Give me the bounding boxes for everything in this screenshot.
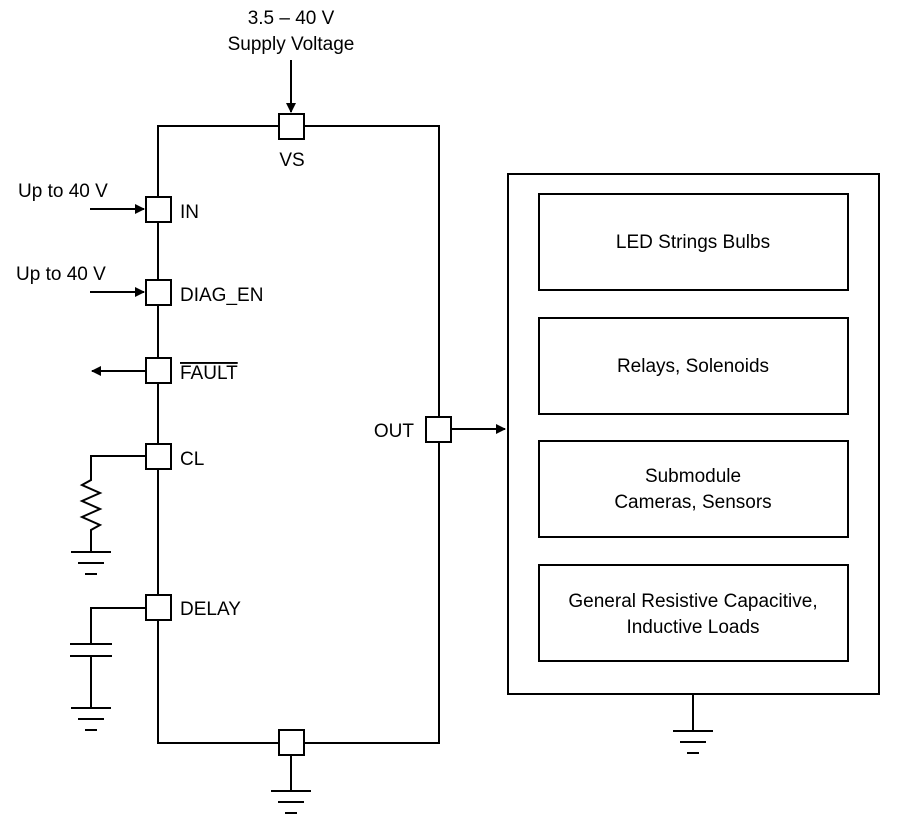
pin-cl-label: CL [180,449,204,470]
pin-diag-en-label: DIAG_EN [180,285,263,306]
pin-diag-en [145,279,172,306]
pin-vs [278,113,305,140]
in-level-label: Up to 40 V [18,181,108,202]
pin-fault [145,357,172,384]
load-general-line2: Inductive Loads [626,617,759,638]
supply-voltage-label: Supply Voltage [228,34,355,55]
cl-ground-icon [71,551,111,575]
load-box-submodule [538,440,849,538]
pin-vs-label: VS [279,150,304,171]
load-box-general [538,564,849,662]
delay-capacitor [70,607,146,708]
pin-delay-label: DELAY [180,599,241,620]
diag-en-level-label: Up to 40 V [16,264,106,285]
load-submodule-line1: Submodule [645,466,741,487]
cl-resistor [79,455,146,552]
pin-delay [145,594,172,621]
load-general-line1: General Resistive Capacitive, [568,591,817,612]
pin-in [145,196,172,223]
load-relays-line1: Relays, Solenoids [617,356,769,377]
pin-gnd [278,729,305,756]
loads-ground-icon [673,730,713,754]
pin-in-label: IN [180,202,199,223]
pin-out-label: OUT [374,421,415,442]
pin-out [425,416,452,443]
supply-voltage-range: 3.5 – 40 V [248,8,335,29]
pin-fault-label: FAULT [180,363,238,384]
ic-ground-icon [271,790,311,814]
delay-ground-icon [71,707,111,731]
load-box-led [538,193,849,291]
load-led-line1: LED Strings Bulbs [616,232,770,253]
load-submodule-line2: Cameras, Sensors [614,492,771,513]
pin-cl [145,443,172,470]
load-box-relays [538,317,849,415]
